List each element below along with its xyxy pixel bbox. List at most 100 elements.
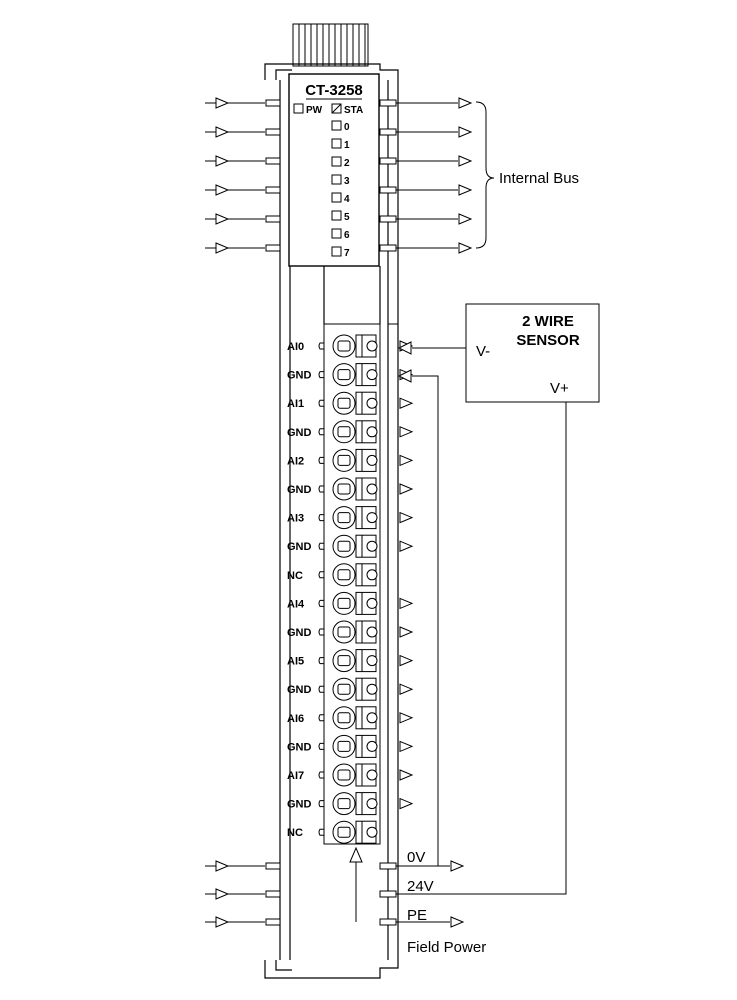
clamp-contact (366, 740, 378, 752)
bus-arrow-right (458, 126, 473, 138)
terminal-pin (318, 828, 324, 836)
terminal-input-arrow (399, 540, 414, 552)
screw-slot (337, 798, 351, 810)
terminal-screw (332, 506, 356, 530)
sensor-wiring (397, 341, 567, 895)
channel-led-label: 2 (344, 158, 350, 169)
bus-pin-left (265, 186, 281, 194)
clamp-contact (366, 655, 378, 667)
bus-pin-left (265, 128, 281, 136)
terminal-label: AI4 (287, 598, 305, 610)
terminal-screw (332, 334, 356, 358)
sta-led-label: STA (344, 105, 363, 116)
terminal-input-arrow (399, 511, 414, 524)
terminal-pin (318, 456, 324, 464)
terminal-row: GND (287, 363, 414, 387)
terminal-row: GND (287, 420, 414, 444)
screw-slot (337, 512, 351, 524)
terminal-row: NC (287, 820, 378, 844)
channel-led-label: 6 (344, 230, 350, 241)
terminal-row: GND (287, 677, 414, 701)
screw-slot (337, 483, 351, 495)
sensor-title-line1: 2 WIRE (522, 313, 574, 330)
terminal-input-arrow (399, 483, 414, 495)
bus-arrow-left (215, 213, 230, 225)
sensor-positive-label: V+ (550, 380, 569, 397)
sensor-box: 2 WIRE SENSOR V- V+ (465, 303, 600, 403)
top-connector (292, 23, 369, 67)
terminal-row: AI3 (287, 506, 414, 530)
terminal-input-arrow (399, 712, 414, 724)
clamp-contact (366, 798, 378, 810)
terminal-pin (318, 742, 324, 750)
terminal-screw (332, 820, 356, 844)
module-model: CT-3258 (305, 82, 363, 99)
pw-led-label: PW (306, 105, 323, 116)
sensor-negative-label: V- (476, 343, 490, 360)
terminal-screw (332, 420, 356, 444)
terminal-screw (332, 763, 356, 787)
pw-led-icon (293, 103, 304, 114)
bus-pin-right (379, 186, 397, 194)
terminal-pin (318, 771, 324, 779)
terminal-label: NC (287, 570, 303, 582)
terminal-pin (318, 428, 324, 436)
rail-label-24v: 24V (407, 878, 434, 895)
terminal-row: GND (287, 534, 414, 558)
rail-pin-left (265, 890, 281, 898)
bus-pin-left (265, 215, 281, 223)
clamp-contact (366, 597, 378, 609)
channel-led-label: 5 (344, 212, 350, 223)
terminal-label: GND (287, 741, 312, 753)
terminal-pin (318, 542, 324, 550)
terminal-pin (318, 571, 324, 579)
clamp-contact (366, 369, 378, 381)
clamp-contact (366, 454, 378, 466)
terminal-pin (318, 800, 324, 808)
terminal-pin (318, 714, 324, 722)
terminal-block (323, 323, 398, 845)
terminal-label: AI0 (287, 341, 304, 353)
clamp-contact (366, 540, 378, 552)
terminal-pin (318, 514, 324, 522)
internal-bus-pins (205, 97, 473, 254)
field-power-rails (205, 860, 465, 928)
terminal-pin (318, 399, 324, 407)
bus-pin-left (265, 244, 281, 252)
channel-led-label: 1 (344, 140, 350, 151)
terminal-label: AI1 (287, 398, 304, 410)
clamp-contact (366, 340, 378, 352)
terminal-label: GND (287, 541, 312, 553)
terminal-screw (332, 534, 356, 558)
screw-slot (337, 655, 351, 667)
bus-arrow-left (215, 242, 230, 254)
bus-pin-right (379, 128, 397, 136)
channel-led-label: 4 (344, 194, 350, 205)
terminal-label: GND (287, 627, 312, 639)
terminal-label: GND (287, 684, 312, 696)
terminal-screw (332, 448, 356, 472)
terminal-input-arrow (399, 397, 414, 409)
terminal-pin (318, 628, 324, 636)
bus-pin-right (379, 99, 397, 107)
terminal-screw (332, 477, 356, 501)
bus-arrow-right (458, 184, 473, 196)
terminal-row: AI4 (287, 591, 414, 615)
screw-slot (337, 683, 351, 695)
terminal-label: AI7 (287, 770, 304, 782)
terminal-pin (318, 371, 324, 379)
terminal-screw (332, 706, 356, 730)
terminal-label: NC (287, 827, 303, 839)
clamp-contact (366, 826, 378, 838)
rail-arrow-left (215, 916, 230, 928)
channel-led-label: 7 (344, 248, 350, 259)
terminal-pin (318, 599, 324, 607)
terminal-label: GND (287, 427, 312, 439)
clamp-contact (366, 426, 378, 438)
terminal-screw (332, 649, 356, 673)
screw-slot (337, 740, 351, 752)
bus-arrow-right (458, 155, 473, 167)
